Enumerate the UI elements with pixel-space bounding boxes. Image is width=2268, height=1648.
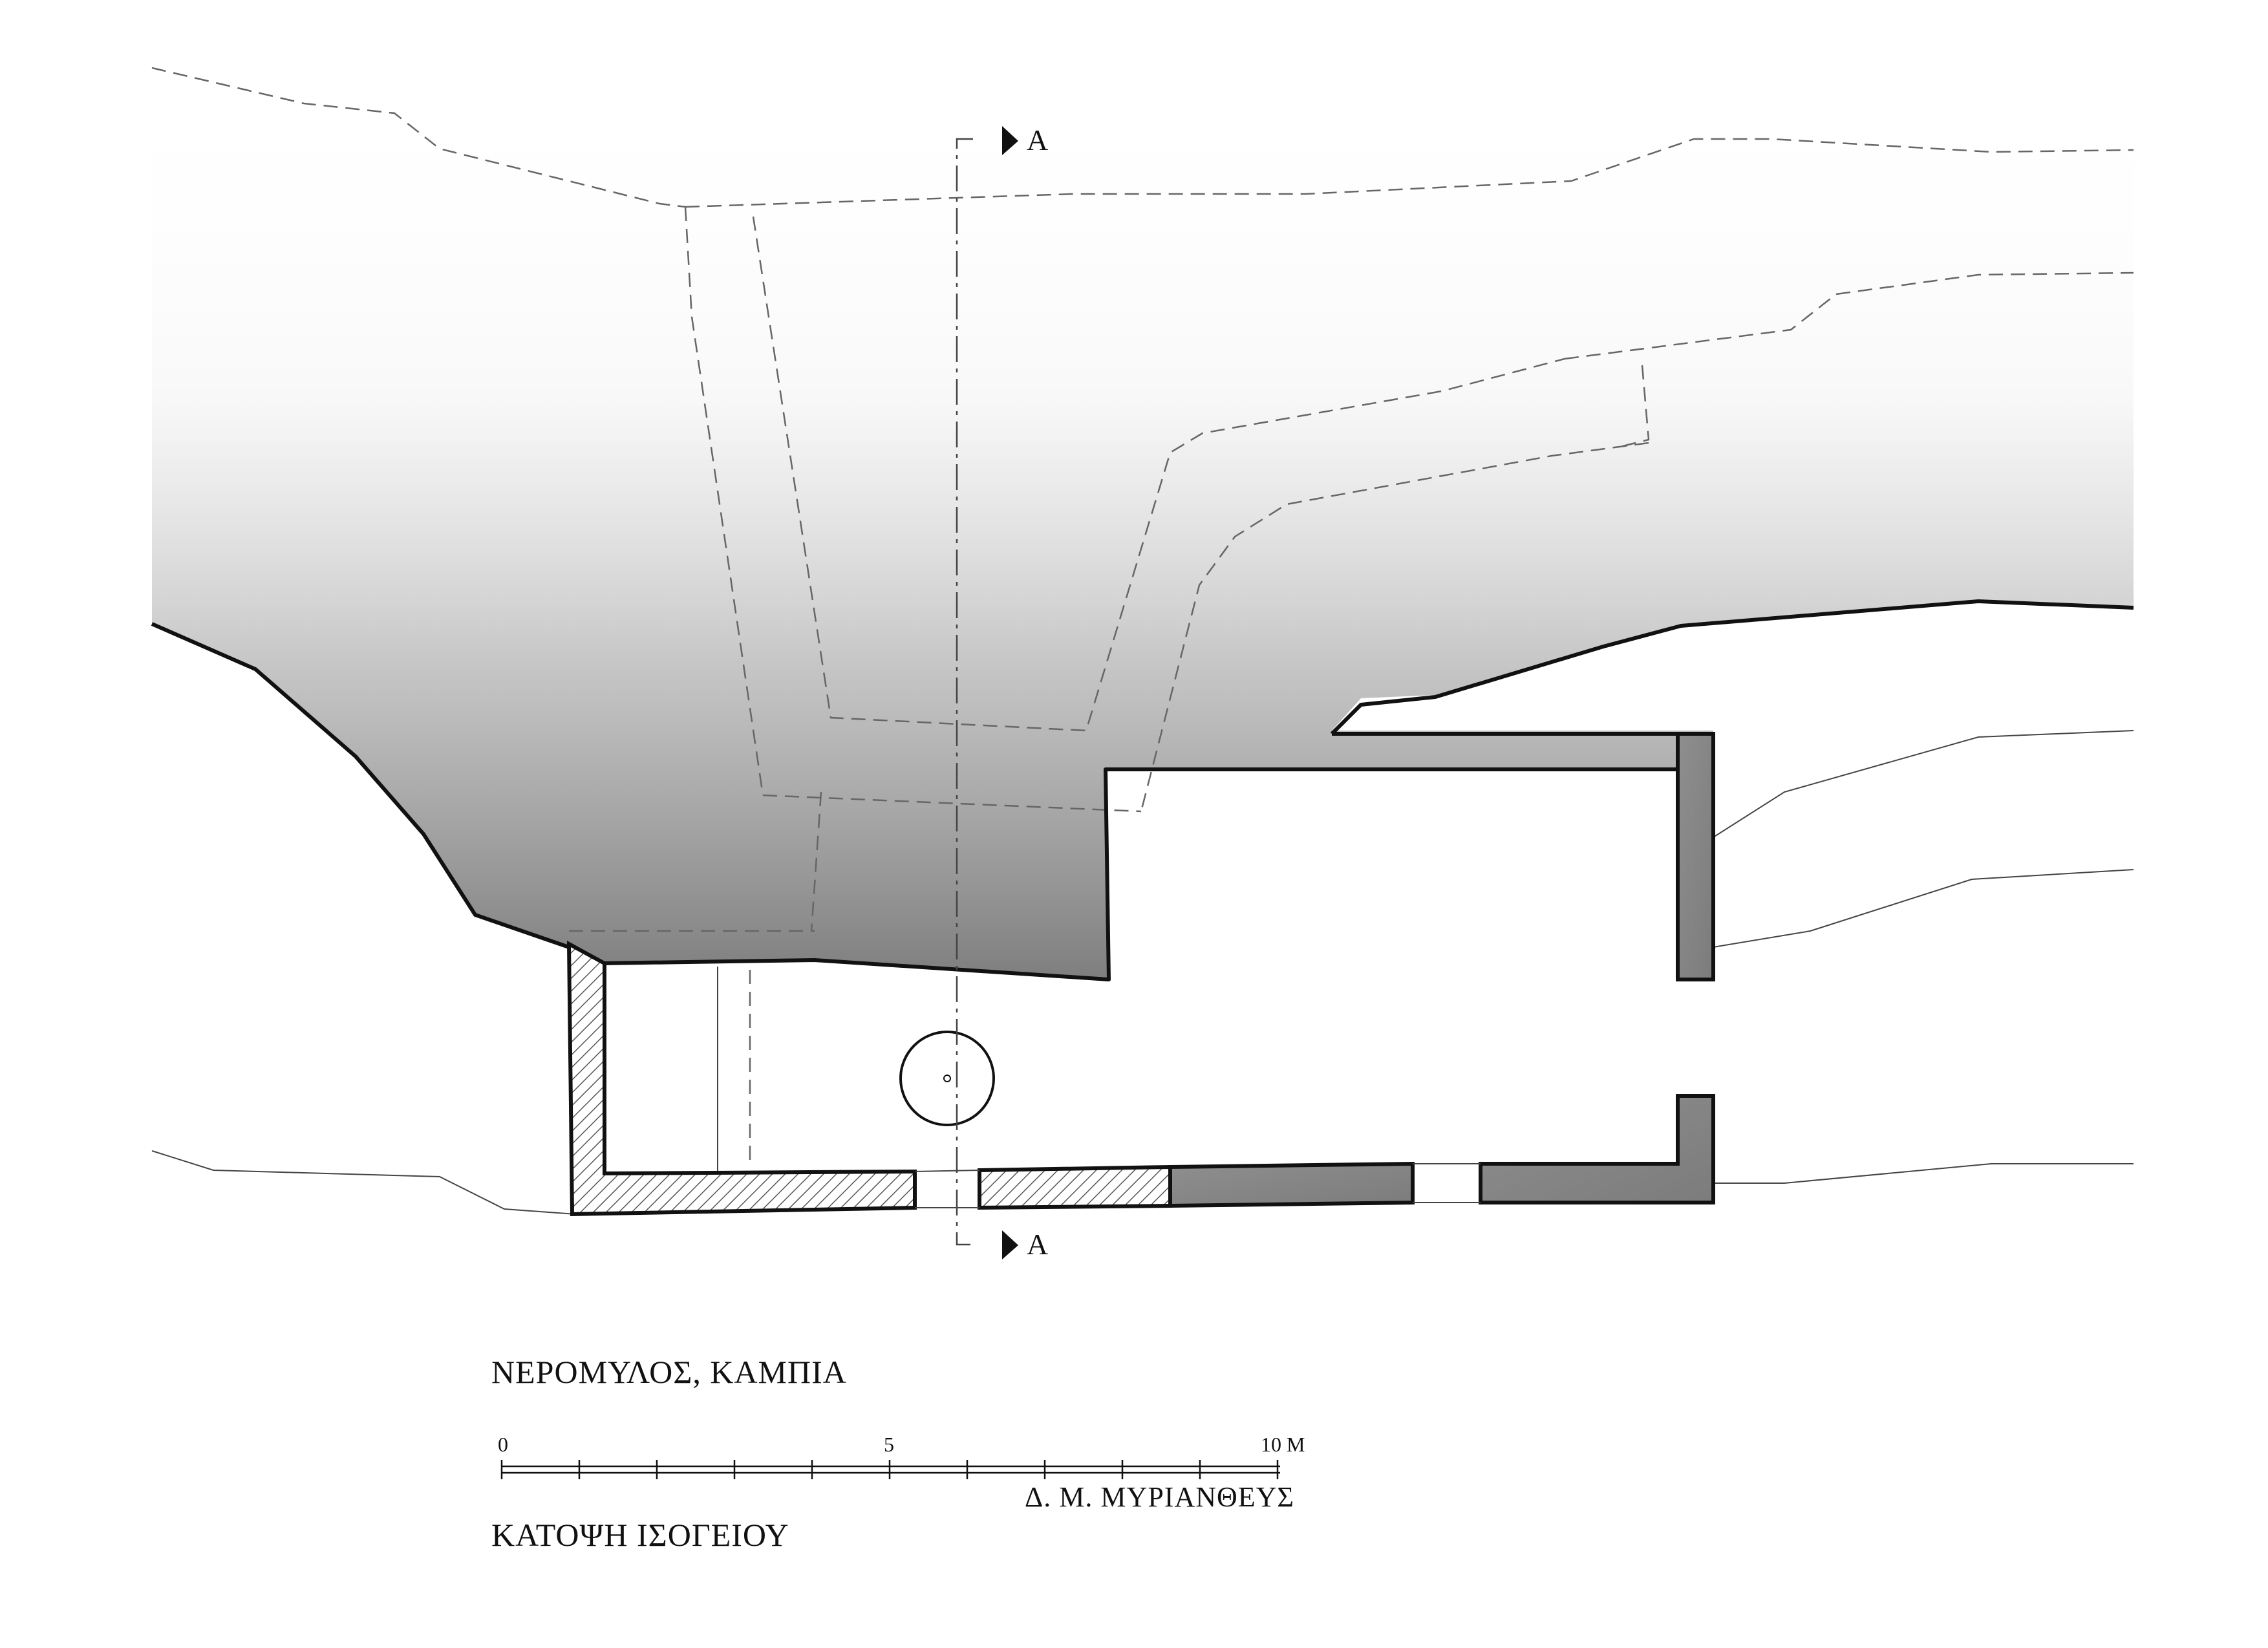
west-and-south-wall-hatched xyxy=(566,940,917,1217)
openings xyxy=(914,1163,1481,1208)
project-title: ΝΕΡΟΜΥΛΟΣ, ΚΑΜΠΙΑ xyxy=(491,1354,847,1390)
section-arrow-top-icon xyxy=(1002,126,1018,155)
hatched-walls xyxy=(566,940,1172,1217)
east-wall-upper xyxy=(1676,732,1715,981)
section-line: A A xyxy=(956,123,1048,1261)
scale-bar: 0 5 10 M xyxy=(498,1433,1305,1479)
scale-label-start: 0 xyxy=(498,1433,508,1456)
overhead-dashed-lines xyxy=(151,67,2134,1164)
millstone xyxy=(899,1031,995,1126)
section-label-bottom: A xyxy=(1027,1228,1048,1261)
author-credit: Δ. Μ. ΜΥΡΙΑΝΘΕΥΣ xyxy=(1025,1481,1295,1513)
section-arrow-bottom-icon xyxy=(1002,1230,1018,1259)
section-label-top: A xyxy=(1027,123,1048,156)
drawing-title: ΚΑΤΟΨΗ ΙΣΟΓΕΙΟΥ xyxy=(491,1517,789,1553)
south-wall-center-hatched xyxy=(978,1164,1172,1210)
terrain-contours xyxy=(151,730,2134,1215)
scale-label-end: 10 M xyxy=(1261,1433,1305,1456)
south-wall-middle-shaded xyxy=(1168,1161,1415,1208)
rock-mass xyxy=(152,78,2134,979)
scale-label-mid: 5 xyxy=(884,1433,894,1456)
east-wall-lower xyxy=(1479,1094,1715,1204)
